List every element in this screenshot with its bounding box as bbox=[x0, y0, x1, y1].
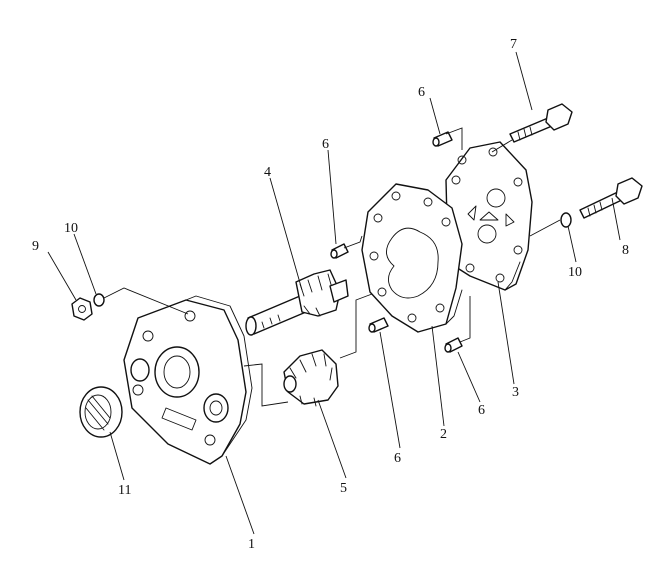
label-part-11: 11 bbox=[118, 483, 131, 498]
part-5-driven-gear bbox=[283, 349, 339, 407]
label-part-3: 3 bbox=[512, 385, 519, 400]
part-4-drive-shaft-gear bbox=[245, 269, 349, 336]
leader-lines bbox=[47, 51, 621, 535]
part-6-pin-upper-right bbox=[432, 131, 453, 147]
part-8-bolt-lower bbox=[579, 177, 643, 219]
part-6-pin-middle bbox=[330, 243, 349, 259]
part-2-gear-housing bbox=[361, 183, 463, 333]
label-part-7: 7 bbox=[510, 37, 517, 52]
label-part-10-right: 10 bbox=[568, 265, 582, 280]
part-3-rear-cover bbox=[443, 141, 533, 291]
part-10-washer-left bbox=[93, 293, 105, 307]
part-11-bearing bbox=[79, 386, 123, 438]
assembly-lines bbox=[103, 127, 561, 407]
label-part-6-top: 6 bbox=[418, 85, 425, 100]
label-part-2: 2 bbox=[440, 427, 447, 442]
part-9-nut bbox=[71, 297, 93, 321]
part-7-bolt-upper bbox=[509, 103, 573, 143]
label-part-9: 9 bbox=[32, 239, 39, 254]
label-part-4: 4 bbox=[264, 165, 271, 180]
label-part-10-left: 10 bbox=[64, 221, 78, 236]
part-6-pin-lower-right bbox=[444, 337, 463, 353]
label-part-6-mid: 6 bbox=[322, 137, 329, 152]
label-part-6-right: 6 bbox=[478, 403, 485, 418]
part-1-front-cover bbox=[123, 295, 253, 465]
part-6-pin-lower-left bbox=[368, 317, 389, 333]
label-part-1: 1 bbox=[248, 537, 255, 552]
label-part-5: 5 bbox=[340, 481, 347, 496]
part-labels: 7 6 6 4 8 10 10 9 3 6 2 6 5 11 1 bbox=[32, 37, 629, 552]
label-part-6-bottom: 6 bbox=[394, 451, 401, 466]
label-part-8: 8 bbox=[622, 243, 629, 258]
part-10-washer-right bbox=[560, 212, 572, 228]
